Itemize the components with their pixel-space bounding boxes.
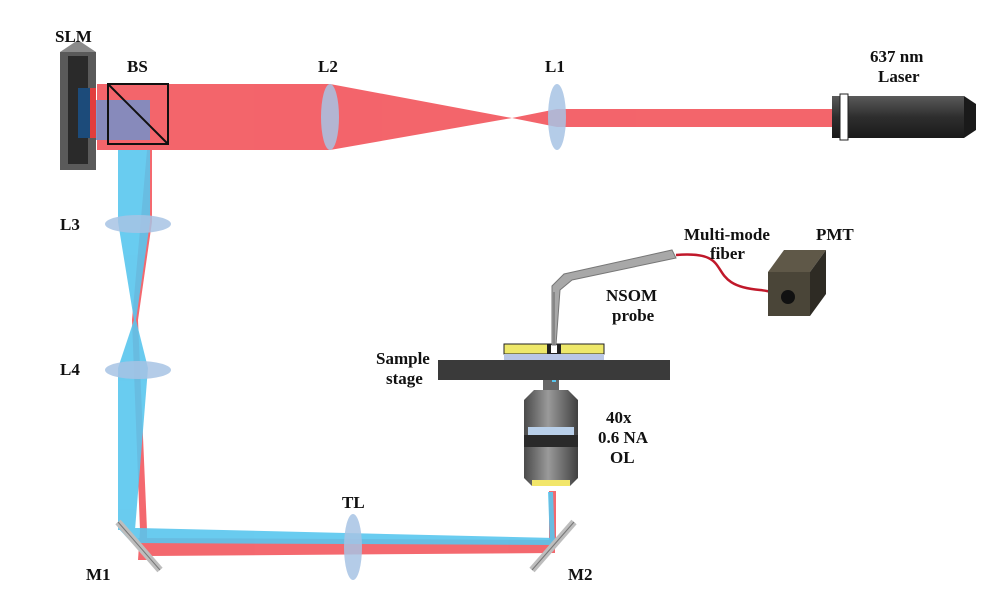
nsom-probe [551, 249, 677, 346]
slm [60, 40, 96, 170]
label-l1: L1 [545, 57, 565, 76]
label-nsom-line1: NSOM [606, 286, 657, 305]
label-m2: M2 [568, 565, 593, 584]
red-beam-top [97, 84, 832, 150]
objective-lens [524, 374, 578, 486]
beam-splitter [107, 83, 169, 145]
label-ol-line2: 0.6 NA [598, 428, 649, 447]
label-fiber-line1: Multi-mode [684, 225, 770, 244]
label-stage-line1: Sample [376, 349, 430, 368]
lens-l3 [105, 215, 171, 233]
label-nsom-line2: probe [612, 306, 655, 325]
label-bs: BS [127, 57, 148, 76]
label-stage-line2: stage [386, 369, 423, 388]
blue-beam-down [118, 150, 555, 545]
label-l2: L2 [318, 57, 338, 76]
lens-l2 [321, 84, 339, 150]
label-m1: M1 [86, 565, 111, 584]
pmt [768, 250, 826, 316]
label-ol-line3: OL [610, 448, 635, 467]
label-ol-line1: 40x [606, 408, 632, 427]
label-pmt: PMT [816, 225, 854, 244]
label-fiber-line2: fiber [710, 244, 745, 263]
label-laser: Laser [878, 67, 920, 86]
laser [832, 93, 976, 141]
sample-stage [438, 343, 670, 380]
label-tl: TL [342, 493, 365, 512]
overlap-beam [95, 100, 150, 140]
lens-l1 [548, 84, 566, 150]
label-laser-wavelength: 637 nm [870, 47, 923, 66]
lens-l4 [105, 361, 171, 379]
lens-tl [344, 514, 362, 580]
label-slm: SLM [55, 27, 92, 46]
label-l4: L4 [60, 360, 80, 379]
label-l3: L3 [60, 215, 80, 234]
